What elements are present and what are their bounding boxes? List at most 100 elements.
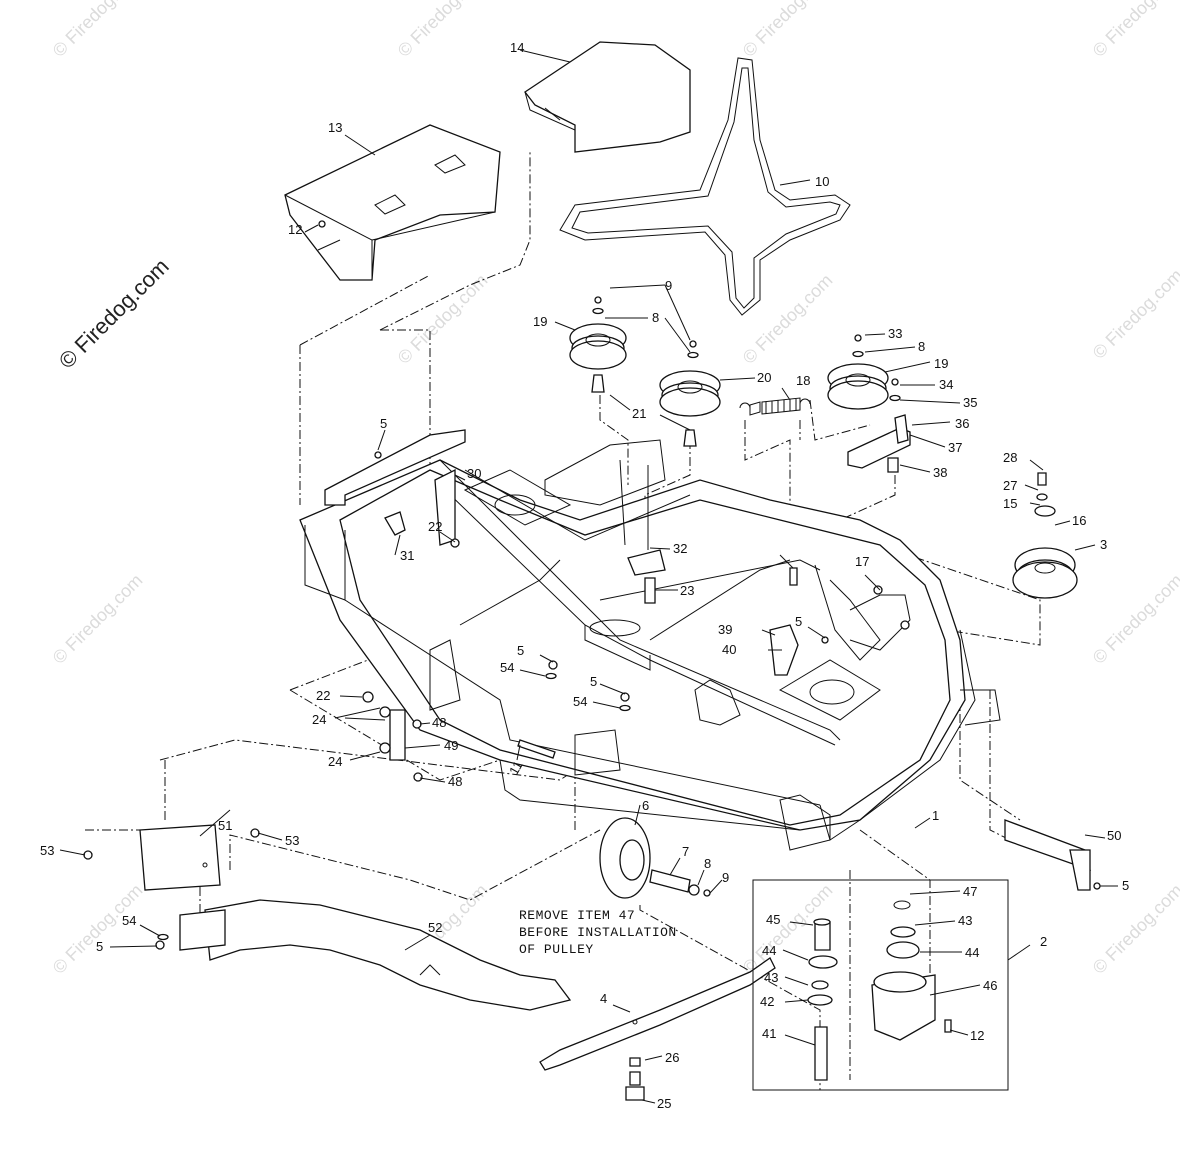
- svg-text:© Firedog.com: © Firedog.com: [739, 270, 837, 368]
- callout-labels: 14 13 12 10 9 8 19 20 18 21 33 8 19 34 3…: [40, 40, 1129, 1111]
- callout-27: 27: [1003, 478, 1017, 493]
- callout-16: 16: [1072, 513, 1086, 528]
- callout-13: 13: [328, 120, 342, 135]
- callout-50: 50: [1107, 828, 1121, 843]
- callout-2: 2: [1040, 934, 1047, 949]
- mower-blade-4: [539, 957, 776, 1101]
- mower-deck-housing-1: [299, 439, 1001, 851]
- callout-53: 53: [40, 843, 54, 858]
- callout-19: 19: [533, 314, 547, 329]
- callout-44: 44: [965, 945, 979, 960]
- callout-12: 12: [970, 1028, 984, 1043]
- callout-8: 8: [652, 310, 659, 325]
- svg-text:© Firedog.com: © Firedog.com: [49, 0, 147, 61]
- callout-44: 44: [762, 943, 776, 958]
- svg-text:© Firedog.com: © Firedog.com: [1089, 265, 1180, 363]
- callout-41: 41: [762, 1026, 776, 1041]
- callout-40: 40: [722, 642, 736, 657]
- callout-25: 25: [657, 1096, 671, 1111]
- callout-30: 30: [467, 466, 481, 481]
- callout-43: 43: [764, 970, 778, 985]
- callout-26: 26: [665, 1050, 679, 1065]
- svg-text:OF PULLEY: OF PULLEY: [519, 942, 594, 957]
- idler-arm-37: [847, 378, 911, 473]
- callout-51: 51: [218, 818, 232, 833]
- callout-53: 53: [285, 833, 299, 848]
- callout-19: 19: [934, 356, 948, 371]
- callout-5: 5: [380, 416, 387, 431]
- callout-23: 23: [680, 583, 694, 598]
- callout-37: 37: [948, 440, 962, 455]
- callout-8: 8: [918, 339, 925, 354]
- callout-34: 34: [939, 377, 953, 392]
- callout-39: 39: [718, 622, 732, 637]
- callout-18: 18: [796, 373, 810, 388]
- callout-11: 11: [506, 758, 526, 777]
- callout-33: 33: [888, 326, 902, 341]
- callout-32: 32: [673, 541, 687, 556]
- idler-pulley-19-right: [827, 334, 889, 410]
- callout-4: 4: [600, 991, 607, 1006]
- callout-17: 17: [855, 554, 869, 569]
- svg-text:© Firedog.com: © Firedog.com: [1089, 570, 1180, 668]
- callout-10: 10: [815, 174, 829, 189]
- svg-text:REMOVE ITEM 47: REMOVE ITEM 47: [519, 908, 635, 923]
- deflector-plate-51: [139, 824, 226, 951]
- callout-9: 9: [722, 870, 729, 885]
- callout-5: 5: [1122, 878, 1129, 893]
- belt-cover-14: [524, 41, 691, 153]
- callout-5: 5: [795, 614, 802, 629]
- callout-48: 48: [432, 715, 446, 730]
- callout-43: 43: [958, 913, 972, 928]
- svg-text:© Firedog.com: © Firedog.com: [49, 570, 147, 668]
- callout-35: 35: [963, 395, 977, 410]
- svg-text:© Firedog.com: © Firedog.com: [739, 0, 837, 61]
- idler-pulley-20: [659, 340, 721, 447]
- callout-46: 46: [983, 978, 997, 993]
- callout-21: 21: [632, 406, 646, 421]
- svg-text:© Firedog.com: © Firedog.com: [394, 270, 492, 368]
- callout-28: 28: [1003, 450, 1017, 465]
- callout-5: 5: [517, 643, 524, 658]
- callout-42: 42: [760, 994, 774, 1009]
- callout-8: 8: [704, 856, 711, 871]
- installation-note: REMOVE ITEM 47 BEFORE INSTALLATION OF PU…: [519, 908, 677, 957]
- callout-7: 7: [682, 844, 689, 859]
- svg-text:© Firedog.com: © Firedog.com: [49, 880, 147, 978]
- callout-1: 1: [932, 808, 939, 823]
- callout-12: 12: [288, 222, 302, 237]
- svg-text:© Firedog.com: © Firedog.com: [1089, 0, 1180, 61]
- deck-brackets: [324, 429, 466, 546]
- callout-54: 54: [573, 694, 587, 709]
- callout-20: 20: [757, 370, 771, 385]
- callout-5: 5: [590, 674, 597, 689]
- callout-47: 47: [963, 884, 977, 899]
- callout-15: 15: [1003, 496, 1017, 511]
- callout-24: 24: [312, 712, 326, 727]
- callout-54: 54: [500, 660, 514, 675]
- svg-text:© Firedog.com: © Firedog.com: [394, 0, 492, 61]
- callout-24: 24: [328, 754, 342, 769]
- callout-leader-lines: [59, 49, 1118, 1104]
- gauge-wheel-6: [599, 817, 711, 899]
- callout-3: 3: [1100, 537, 1107, 552]
- callout-36: 36: [955, 416, 969, 431]
- callout-6: 6: [642, 798, 649, 813]
- callout-14: 14: [510, 40, 524, 55]
- callout-22: 22: [316, 688, 330, 703]
- callout-38: 38: [933, 465, 947, 480]
- callout-54: 54: [122, 913, 136, 928]
- spring-18: [739, 397, 811, 416]
- callout-5: 5: [96, 939, 103, 954]
- svg-text:BEFORE INSTALLATION: BEFORE INSTALLATION: [519, 925, 677, 940]
- spindle-assembly-box-2: [752, 879, 1009, 1091]
- watermark-main: © Firedog.com: [54, 254, 174, 374]
- callout-49: 49: [444, 738, 458, 753]
- baffle-52: [204, 899, 572, 1011]
- callout-45: 45: [766, 912, 780, 927]
- idler-pulley-19-left: [569, 296, 627, 393]
- callout-48: 48: [448, 774, 462, 789]
- spindle-pulley-3: [1012, 472, 1078, 599]
